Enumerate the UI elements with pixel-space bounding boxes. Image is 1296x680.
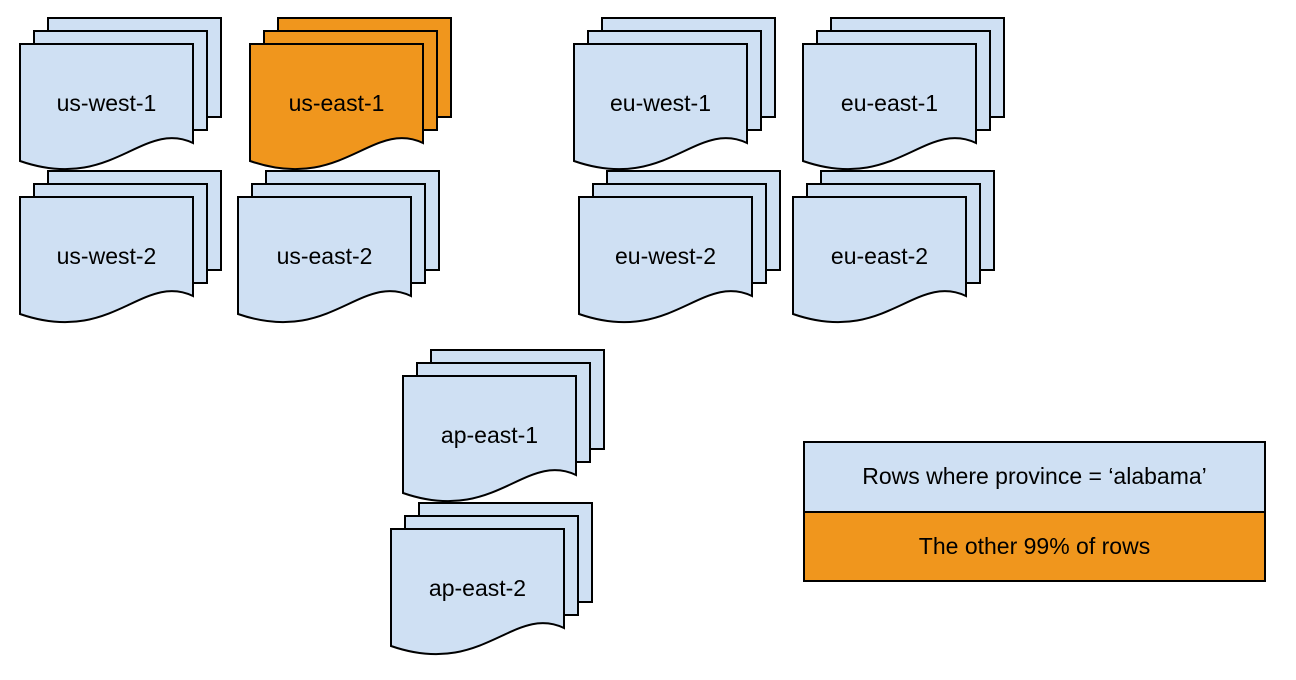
doc-stack-eu-west-1: eu-west-1 [573,17,776,172]
document-shape-icon [249,43,424,171]
region-label: eu-west-1 [610,89,711,116]
doc-stack-eu-east-1: eu-east-1 [802,17,1005,172]
document-shape-icon [390,528,565,656]
doc-stack-us-west-2: us-west-2 [19,170,222,325]
document-shape-icon [237,196,412,324]
doc-stack-ap-east-1: ap-east-1 [402,349,605,504]
document-shape-icon [19,43,194,171]
region-label: us-east-1 [288,89,385,116]
legend-label: The other 99% of rows [918,532,1151,559]
region-label: ap-east-1 [440,421,539,448]
region-label: ap-east-2 [428,574,527,601]
legend-label: Rows where province = ‘alabama’ [862,463,1207,490]
doc-stack-us-east-1: us-east-1 [249,17,452,172]
doc-stack-eu-west-2: eu-west-2 [578,170,781,325]
document-shape-icon [19,196,194,324]
region-label: eu-east-1 [840,89,939,116]
doc-stack-us-west-1: us-west-1 [19,17,222,172]
region-label: eu-east-2 [830,242,929,269]
doc-stack-eu-east-2: eu-east-2 [792,170,995,325]
region-label: us-east-2 [276,242,373,269]
doc-stack-us-east-2: us-east-2 [237,170,440,325]
document-shape-icon [402,375,577,503]
document-shape-icon [578,196,753,324]
legend: Rows where province = ‘alabama’ The othe… [803,441,1266,582]
legend-item-filtered-rows: Rows where province = ‘alabama’ [805,443,1264,511]
doc-stack-ap-east-2: ap-east-2 [390,502,593,657]
document-shape-icon [792,196,967,324]
legend-item-other-rows: The other 99% of rows [805,510,1264,580]
region-label: us-west-1 [56,89,157,116]
region-label: us-west-2 [56,242,157,269]
document-shape-icon [573,43,748,171]
region-label: eu-west-2 [615,242,716,269]
document-shape-icon [802,43,977,171]
